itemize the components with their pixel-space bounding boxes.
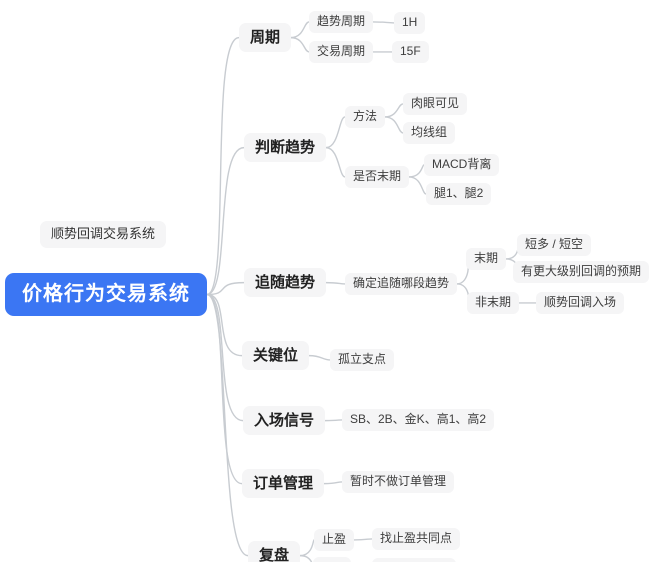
node-method[interactable]: 方法 <box>345 106 386 128</box>
node-macd-divergence[interactable]: MACD背离 <box>424 154 500 176</box>
node-review[interactable]: 复盘 <box>248 541 301 562</box>
node-take-profit[interactable]: 止盈 <box>314 529 355 551</box>
node-cutoff-2[interactable] <box>372 558 456 562</box>
node-is-late-stage[interactable]: 是否末期 <box>345 166 410 188</box>
node-isolated-pivot[interactable]: 孤立支点 <box>330 349 395 371</box>
node-h1[interactable]: 1H <box>394 12 426 34</box>
node-trade-cycle[interactable]: 交易周期 <box>309 41 374 63</box>
node-short-long-short[interactable]: 短多 / 短空 <box>517 234 592 256</box>
node-leg1-leg2[interactable]: 腿1、腿2 <box>426 183 492 205</box>
node-trend-cycle[interactable]: 趋势周期 <box>309 11 374 33</box>
node-no-order-mgmt[interactable]: 暂时不做订单管理 <box>342 471 455 493</box>
node-cycle[interactable]: 周期 <box>239 23 292 53</box>
node-which-trend[interactable]: 确定追随哪段趋势 <box>345 273 458 295</box>
node-ma-group[interactable]: 均线组 <box>403 122 456 144</box>
node-bigger-pullback[interactable]: 有更大级别回调的预期 <box>513 261 650 283</box>
node-order-mgmt[interactable]: 订单管理 <box>242 469 325 499</box>
node-visible-eye[interactable]: 肉眼可见 <box>403 93 468 115</box>
node-f15[interactable]: 15F <box>392 41 429 63</box>
node-pullback-entry[interactable]: 顺势回调入场 <box>536 292 625 314</box>
node-root[interactable]: 价格行为交易系统 <box>5 273 207 316</box>
node-signal-list[interactable]: SB、2B、金K、高1、高2 <box>342 409 495 431</box>
node-floating-topic[interactable]: 顺势回调交易系统 <box>40 221 167 248</box>
node-late-stage[interactable]: 末期 <box>466 248 507 270</box>
node-key-level[interactable]: 关键位 <box>242 341 310 371</box>
node-judge-trend[interactable]: 判断趋势 <box>244 133 327 163</box>
node-tp-common[interactable]: 找止盈共同点 <box>372 528 461 550</box>
node-not-late-stage[interactable]: 非末期 <box>467 292 520 314</box>
node-entry-signal[interactable]: 入场信号 <box>243 406 326 436</box>
node-cutoff-1[interactable] <box>313 557 351 562</box>
node-follow-trend[interactable]: 追随趋势 <box>244 268 327 298</box>
